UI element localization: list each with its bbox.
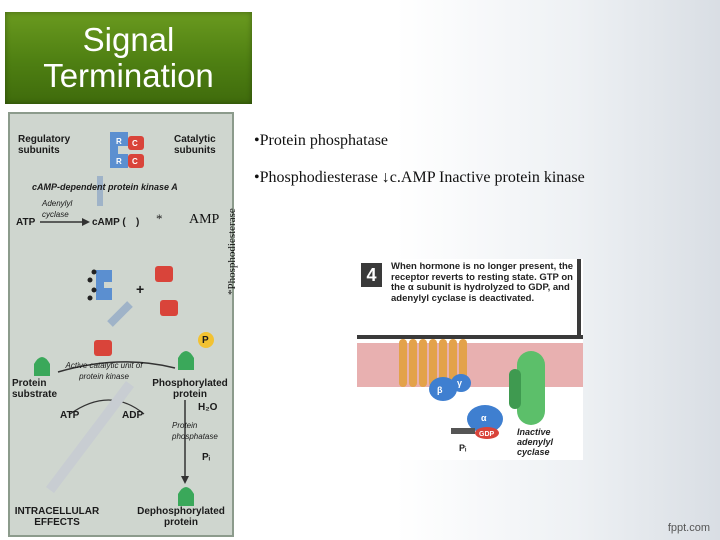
alpha-label: α (481, 413, 487, 423)
dephosphorylated-protein-label: Dephosphorylated protein (137, 506, 225, 528)
phosphate-label: P (202, 335, 209, 346)
beta-subunit (429, 377, 457, 401)
camp-close-label: ) (136, 217, 140, 228)
title-line-2: Termination (43, 57, 214, 94)
step-number: 4 (361, 263, 382, 287)
regulatory-subunits-label: Regulatory subunits (18, 134, 71, 156)
atp-adp-arrow (69, 399, 145, 415)
blue-arrow (107, 301, 133, 327)
slide-title: Signal Termination (5, 12, 252, 104)
gamma-subunit (451, 374, 471, 392)
protein-kinase-diagram: R R C C Reg (8, 112, 234, 537)
arrow-head-2 (181, 476, 189, 484)
catalytic-subunits-label: Catalytic subunits (174, 134, 216, 156)
regulatory-subunit-camp (87, 269, 112, 301)
alpha-subunit (467, 405, 503, 433)
h2o-label: H₂O (198, 402, 218, 413)
catalytic-subunit-2 (160, 300, 178, 316)
pi-label: Pᵢ (202, 452, 211, 463)
fppt-logo: fppt.com (667, 522, 710, 534)
figure4-shapes (357, 259, 583, 439)
figure-step-4: 4 When hormone is no longer present, the… (357, 259, 583, 460)
phosphate-circle (198, 332, 214, 348)
protein-substrate-label: Protein substrate (12, 378, 58, 400)
inactive-adenylyl-cyclase-label: Inactive adenylyl cyclase (517, 427, 554, 457)
plus-sign: + (136, 281, 145, 297)
r-label-2: R (116, 157, 122, 166)
adenylyl-cyclase-part (509, 369, 521, 409)
atp-label: ATP (16, 217, 36, 228)
amp-label: AMP (189, 212, 220, 227)
active-catalytic-unit (94, 340, 112, 356)
catalytic-subunit-1 (155, 266, 173, 282)
beta-label: β (437, 385, 443, 395)
protein-phosphatase-label: Protein phosphatase (172, 421, 218, 441)
adenylyl-cyclase-label: Adenylyl cyclase (42, 199, 73, 219)
kinase-complex (110, 132, 144, 168)
arrow-head-1 (82, 218, 90, 226)
intracellular-arrow (46, 380, 134, 494)
bullet-protein-phosphatase: •Protein phosphatase (254, 132, 389, 149)
dephosphorylated-protein-shape (178, 487, 194, 506)
camp-label: cAMP ( (92, 217, 126, 228)
phosphorylated-protein-label: Phosphorylated protein (152, 378, 228, 400)
bullet-phosphodiesterase: •Phosphodiesterase ↓c.AMP Inactive prote… (254, 169, 585, 186)
asterisk-marker: * (156, 211, 163, 226)
gamma-label: γ (457, 378, 463, 388)
atp-label-2: ATP (60, 410, 80, 421)
diagram-shapes: R R C C (34, 132, 214, 506)
phosphorylated-protein-shape (178, 351, 194, 370)
title-line-1: Signal (82, 21, 175, 58)
c-label-1: C (132, 139, 138, 148)
active-unit-label: Active catalytic unit of protein kinase (65, 361, 143, 381)
r-label-1: R (116, 137, 122, 146)
gdp-blob (475, 427, 499, 439)
protein-substrate-shape (34, 357, 50, 376)
adenylyl-cyclase-shape (517, 351, 545, 425)
phosphorylation-arrow (57, 361, 176, 373)
intracellular-effects-label: INTRACELLULAR EFFECTS (14, 506, 100, 528)
receptor-helices (399, 339, 467, 387)
figure-caption: When hormone is no longer present, the r… (391, 261, 574, 304)
pi-label-fig4: Pᵢ (459, 443, 467, 453)
kinase-a-label: cAMP-dependent protein kinase A (32, 182, 178, 192)
adp-label: ADP (122, 410, 144, 421)
gdp-label: GDP (479, 431, 495, 438)
phosphodiesterase-vertical-label: *Phosphodiesterase (226, 208, 238, 295)
c-label-2: C (132, 157, 138, 166)
